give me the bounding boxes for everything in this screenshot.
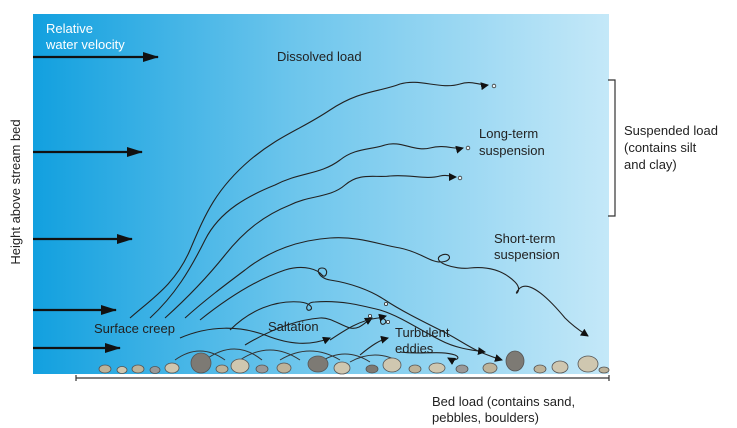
suspended-load-bracket <box>608 79 616 217</box>
short-term-path <box>229 301 486 356</box>
long-term-label-line2: suspension <box>479 143 545 158</box>
pebble <box>382 357 402 373</box>
suspended-load-label-line1: Suspended load <box>624 123 718 138</box>
suspension-paths <box>129 81 589 365</box>
short-term-path <box>199 266 503 362</box>
pebble <box>131 364 145 374</box>
long-term-path <box>129 81 489 319</box>
eddy-path <box>329 313 387 341</box>
pebble <box>577 355 599 373</box>
velocity-label-line2: water velocity <box>45 37 125 52</box>
short-term-label-line2: suspension <box>494 247 560 262</box>
bed-load-label-line1: Bed load (contains sand, <box>432 394 575 409</box>
particle <box>385 319 390 324</box>
saltation-label: Saltation <box>268 319 319 334</box>
pebble <box>455 364 469 374</box>
long-term-label-line1: Long-term <box>479 126 538 141</box>
suspended-particles <box>367 83 497 324</box>
y-axis-label: Height above stream bed <box>8 119 23 264</box>
particle <box>457 175 463 181</box>
pebble <box>551 360 569 374</box>
pebble <box>255 364 269 374</box>
particle <box>383 301 388 306</box>
boulder <box>307 355 329 373</box>
pebble <box>230 358 250 374</box>
eddy-path <box>399 351 459 365</box>
pebble <box>276 362 292 374</box>
long-term-path <box>149 143 464 319</box>
turbulent-eddies-label-line1: Turbulent <box>395 325 450 340</box>
long-term-path <box>164 172 457 319</box>
pebble <box>98 364 112 374</box>
pebble <box>149 366 161 374</box>
boulder <box>190 352 212 374</box>
particle <box>367 313 372 318</box>
bed-sediment <box>98 350 610 375</box>
short-term-label-line1: Short-term <box>494 231 555 246</box>
pebble <box>598 366 610 374</box>
pebble <box>333 361 351 375</box>
velocity-label-line1: Relative <box>46 21 93 36</box>
short-term-path <box>184 237 589 337</box>
pebble <box>408 364 422 374</box>
saltation-path <box>244 317 373 346</box>
particle <box>465 145 471 151</box>
suspended-load-label-line3: and clay) <box>624 157 677 172</box>
saltation-arc <box>204 348 263 361</box>
saltation-arc <box>239 349 301 361</box>
eddy-path <box>359 335 389 356</box>
saltation-arc <box>174 350 226 361</box>
pebble <box>533 364 547 374</box>
pebble <box>428 362 446 374</box>
saltation-arcs <box>174 348 401 363</box>
turbulent-eddies-label-line2: eddies <box>395 341 434 356</box>
particle <box>491 83 497 89</box>
boulder <box>505 350 525 372</box>
dissolved-load-label: Dissolved load <box>277 49 362 64</box>
suspended-load-label-line2: (contains silt <box>624 140 697 155</box>
pebble <box>164 362 180 374</box>
pebble <box>215 364 229 374</box>
bed-load-bracket <box>75 375 610 381</box>
saltation-arc <box>279 350 341 361</box>
water-column <box>33 14 609 374</box>
bed-load-label-line2: pebbles, boulders) <box>432 410 539 425</box>
pebble <box>482 362 498 374</box>
saltation-path <box>179 327 331 345</box>
pebble <box>116 366 128 374</box>
velocity-arrows <box>33 52 159 353</box>
surface-creep-label: Surface creep <box>94 321 175 336</box>
pebble <box>365 364 379 374</box>
